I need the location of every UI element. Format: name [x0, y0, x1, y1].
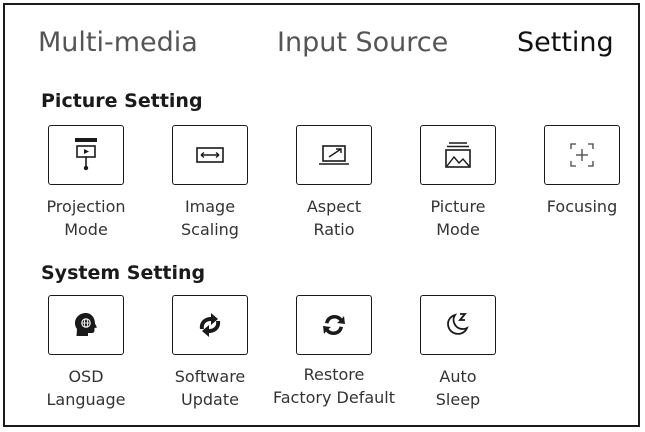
auto-sleep-icon: [447, 313, 469, 335]
osd-language-tile[interactable]: [48, 295, 124, 355]
software-update-icon: [199, 313, 221, 337]
picture-mode-icon: [445, 142, 471, 168]
focusing-icon: [570, 143, 594, 167]
aspect-ratio-icon: [319, 145, 349, 165]
picture-mode-label: Picture Mode: [430, 197, 486, 239]
restore-factory-default-icon: [323, 315, 345, 335]
restore-factory-default-tile[interactable]: [296, 295, 372, 355]
auto-sleep-label: Auto Sleep: [435, 367, 481, 409]
image-scaling-icon: [196, 147, 224, 163]
tab-setting[interactable]: Setting: [517, 27, 614, 58]
software-update-label: Software Update: [174, 367, 246, 409]
aspect-ratio-tile[interactable]: [296, 125, 372, 185]
picture-mode-tile[interactable]: [420, 125, 496, 185]
projection-mode-label: Projection Mode: [46, 197, 126, 239]
projection-mode-tile[interactable]: [48, 125, 124, 185]
software-update-tile[interactable]: [172, 295, 248, 355]
focusing-tile[interactable]: [544, 125, 620, 185]
settings-panel: Multi-media Input Source Setting Picture…: [3, 3, 640, 427]
tab-multi-media[interactable]: Multi-media: [38, 27, 198, 58]
osd-language-icon: [75, 313, 97, 336]
image-scaling-label: Image Scaling: [181, 197, 239, 239]
tab-input-source[interactable]: Input Source: [277, 27, 449, 58]
restore-factory-default-label: Restore Factory Default: [273, 365, 395, 407]
focusing-label: Focusing: [546, 197, 618, 216]
image-scaling-tile[interactable]: [172, 125, 248, 185]
picture-setting-heading: Picture Setting: [41, 90, 203, 112]
auto-sleep-tile[interactable]: [420, 295, 496, 355]
system-setting-heading: System Setting: [41, 262, 206, 284]
projection-mode-icon: [75, 138, 97, 171]
aspect-ratio-label: Aspect Ratio: [306, 197, 362, 239]
osd-language-label: OSD Language: [46, 367, 126, 409]
